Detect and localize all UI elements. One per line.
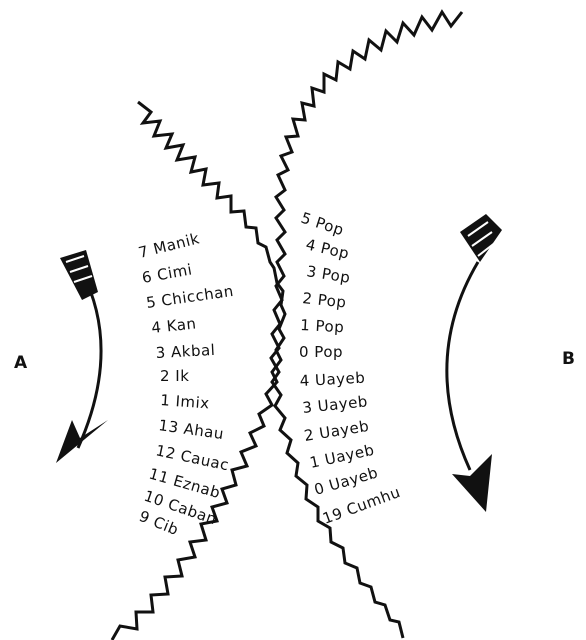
left-wheel-label: 1 Imix xyxy=(160,391,211,412)
curved-arrow-down-icon xyxy=(56,250,108,463)
right-wheel-label: 5 Pop xyxy=(299,209,346,240)
left-wheel-label: 7 Manik xyxy=(137,229,202,262)
side-label-a: A xyxy=(14,353,28,373)
right-wheel-label: 0 Pop xyxy=(299,343,343,361)
right-wheel-label: 4 Pop xyxy=(304,235,351,262)
left-wheel-label: 5 Chicchan xyxy=(145,282,235,312)
left-wheel-label: 13 Ahau xyxy=(157,416,225,443)
right-wheel-label: 1 Pop xyxy=(300,316,345,336)
right-wheel-label: 4 Uayeb xyxy=(299,369,365,390)
right-wheel-label: 3 Pop xyxy=(305,262,351,287)
side-label-b: B xyxy=(562,349,575,369)
right-wheel-label: 3 Uayeb xyxy=(302,392,369,417)
right-wheel-label: 2 Pop xyxy=(302,289,348,312)
curved-arrow-down-icon xyxy=(447,214,502,512)
right-wheel-label: 2 Uayeb xyxy=(303,417,371,445)
left-wheel-label: 2 Ik xyxy=(160,367,189,385)
left-wheel-label: 4 Kan xyxy=(151,314,198,337)
left-wheel-label: 3 Akbal xyxy=(155,341,216,362)
left-wheel-label: 6 Cimi xyxy=(141,260,194,287)
left-wheel-gear-edge xyxy=(112,102,285,640)
